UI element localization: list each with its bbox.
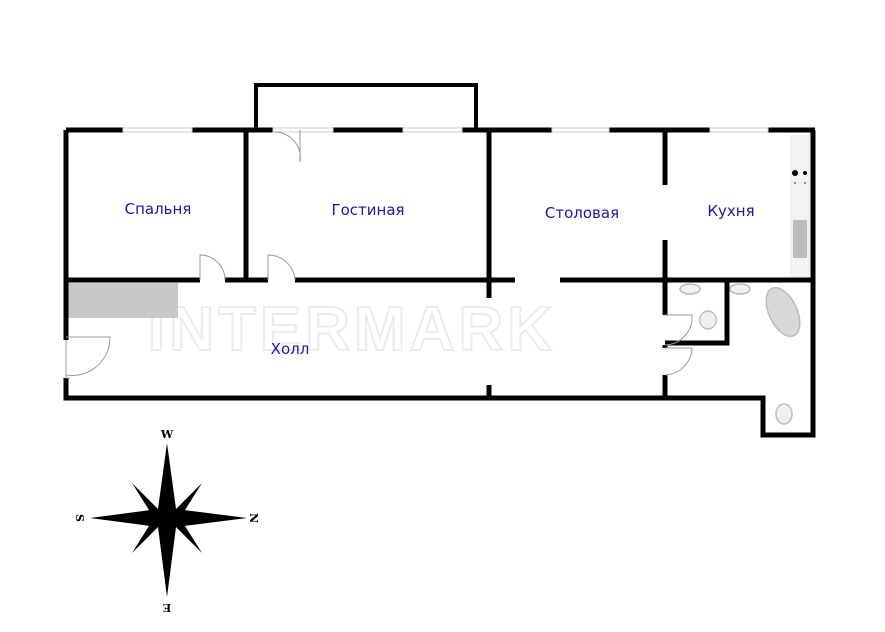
bathroom-door-icon [664, 347, 693, 376]
washbasin-icon [729, 283, 751, 295]
bedroom-door-icon [199, 254, 226, 281]
windows [122, 127, 769, 133]
compass-label-right: N [247, 513, 260, 523]
room-label-kitchen: Кухня [707, 202, 754, 220]
entrance-door-icon [65, 336, 111, 379]
room-label-hall: Холл [271, 340, 310, 358]
walls [63, 83, 816, 438]
bathtub-icon [765, 286, 801, 338]
compass-label-bottom: E [163, 601, 171, 614]
toilet-icon [699, 310, 717, 330]
watermark: INTERMARK [148, 295, 556, 364]
compass-rose-icon [90, 443, 247, 597]
room-label-dining: Столовая [545, 204, 619, 222]
compass-label-top: W [160, 428, 174, 441]
compass-label-left: S [73, 514, 86, 522]
stove-icon [792, 170, 807, 185]
closet [68, 283, 178, 318]
balcony-door-icon [274, 130, 301, 163]
sink-icon [793, 220, 807, 258]
living-door-icon [267, 254, 296, 281]
wc-door-icon [664, 314, 693, 346]
washbasin-icon [679, 283, 701, 295]
room-label-bedroom: Спальня [125, 200, 192, 218]
toilet-icon [775, 403, 793, 425]
room-label-living: Гостиная [331, 201, 404, 219]
